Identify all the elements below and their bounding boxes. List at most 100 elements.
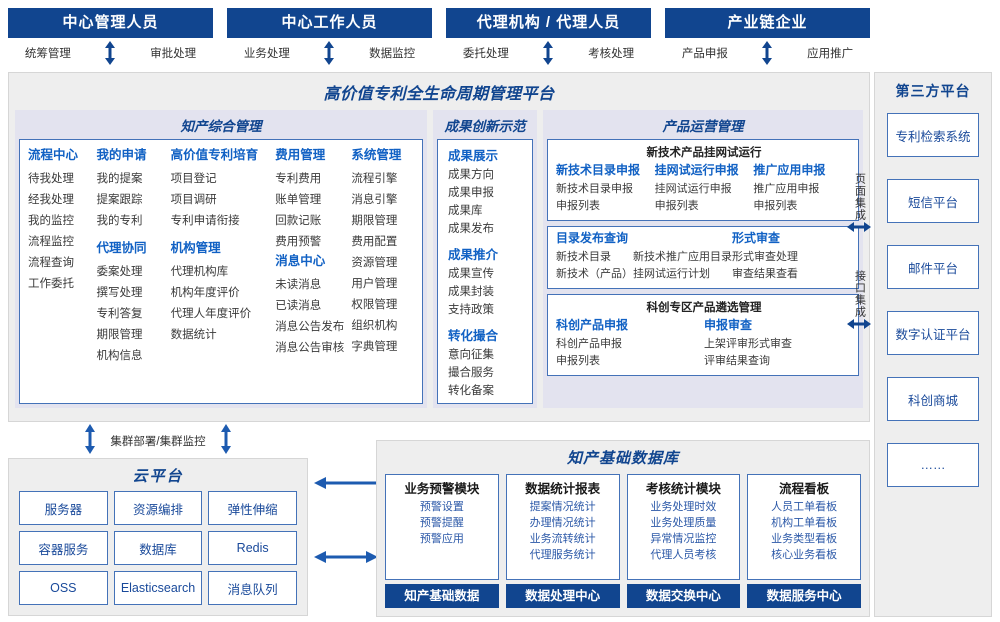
third-party-item-sms[interactable]: 短信平台 — [887, 179, 979, 223]
zhichan-item[interactable]: 工作委托 — [28, 278, 74, 290]
chanpin-item[interactable]: 挂网试运行申报 — [654, 183, 732, 195]
zhichan-item[interactable]: 数据统计 — [170, 329, 217, 341]
database-card-item[interactable]: 业务处理时效 — [650, 501, 717, 513]
zhichan-header[interactable]: 代理协同 — [96, 241, 147, 255]
chanpin-item[interactable]: 审查结果查看 — [732, 268, 798, 280]
cloud-cell-orchestration[interactable]: 资源编排 — [113, 491, 203, 525]
chengguo-item[interactable]: 转化备案 — [448, 385, 494, 397]
chanpin-item[interactable]: 申报列表 — [654, 200, 699, 212]
zhichan-item[interactable]: 资源管理 — [351, 257, 398, 269]
database-card-item[interactable]: 业务处理质量 — [650, 517, 717, 529]
zhichan-item[interactable]: 专利申请衔接 — [170, 215, 240, 227]
zhichan-item[interactable]: 未读消息 — [275, 279, 322, 291]
zhichan-item[interactable]: 费用预警 — [275, 236, 322, 248]
zhichan-item[interactable]: 账单管理 — [275, 194, 322, 206]
zhichan-item[interactable]: 字典管理 — [351, 341, 398, 353]
zhichan-item[interactable]: 流程监控 — [28, 236, 74, 248]
chanpin-item[interactable]: 新技术目录申报 — [556, 183, 633, 195]
zhichan-item[interactable]: 机构年度评价 — [170, 287, 240, 299]
chengguo-item[interactable]: 成果宣传 — [448, 268, 494, 280]
zhichan-item[interactable]: 我的提案 — [96, 173, 143, 185]
zhichan-header[interactable]: 系统管理 — [351, 148, 402, 162]
database-card-item[interactable]: 异常情况监控 — [650, 533, 717, 545]
zhichan-header[interactable]: 我的申请 — [96, 148, 147, 162]
database-footer[interactable]: 数据服务中心 — [747, 584, 861, 608]
database-card-item[interactable]: 业务流转统计 — [529, 533, 596, 545]
chanpin-header[interactable]: 目录发布查询 — [556, 231, 629, 245]
chanpin-header[interactable]: 科创产品申报 — [556, 318, 629, 332]
third-party-item-digital-cert[interactable]: 数字认证平台 — [887, 311, 979, 355]
zhichan-header[interactable]: 高价值专利培育 — [170, 148, 259, 162]
chengguo-header[interactable]: 转化撮合 — [448, 329, 499, 343]
zhichan-item[interactable]: 撰写处理 — [96, 287, 143, 299]
database-footer[interactable]: 数据交换中心 — [626, 584, 741, 608]
database-card-item[interactable]: 人员工单看板 — [771, 501, 838, 513]
chanpin-item[interactable]: 申报列表 — [556, 200, 600, 212]
cloud-cell-oss[interactable]: OSS — [19, 571, 108, 605]
chanpin-item[interactable]: 新技术目录 新技术推广应用目录 — [556, 251, 732, 263]
zhichan-item[interactable]: 费用配置 — [351, 236, 398, 248]
chanpin-header[interactable]: 形式审查 — [732, 231, 781, 245]
zhichan-header[interactable]: 流程中心 — [28, 148, 79, 162]
zhichan-item[interactable]: 用户管理 — [351, 278, 398, 290]
zhichan-item[interactable]: 委案处理 — [96, 266, 143, 278]
zhichan-item[interactable]: 我的专利 — [96, 215, 143, 227]
chengguo-header[interactable]: 成果展示 — [448, 149, 499, 163]
zhichan-item[interactable]: 我的监控 — [28, 215, 74, 227]
zhichan-item[interactable]: 流程引擎 — [351, 173, 398, 185]
database-card-item[interactable]: 机构工单看板 — [771, 517, 838, 529]
chanpin-item[interactable]: 申报列表 — [556, 355, 600, 367]
chanpin-item[interactable]: 上架评审形式审查 — [704, 338, 792, 350]
chengguo-item[interactable]: 意向征集 — [448, 349, 494, 361]
chengguo-item[interactable]: 成果申报 — [448, 187, 494, 199]
zhichan-item[interactable]: 经我处理 — [28, 194, 74, 206]
database-card-item[interactable]: 办理情况统计 — [529, 517, 596, 529]
zhichan-item[interactable]: 权限管理 — [351, 299, 398, 311]
zhichan-item[interactable]: 代理人年度评价 — [170, 308, 252, 320]
cloud-cell-server[interactable]: 服务器 — [19, 491, 108, 525]
zhichan-item[interactable]: 消息公告审核 — [275, 342, 345, 354]
zhichan-header[interactable]: 消息中心 — [275, 254, 326, 268]
cloud-cell-database[interactable]: 数据库 — [113, 531, 203, 565]
third-party-item-mall[interactable]: 科创商城 — [887, 377, 979, 421]
chengguo-item[interactable]: 支持政策 — [448, 304, 494, 316]
chanpin-item[interactable]: 新技术（产品）挂网试运行计划 — [556, 268, 710, 280]
chengguo-item[interactable]: 撮合服务 — [448, 367, 494, 379]
chanpin-item[interactable]: 评审结果查询 — [704, 355, 770, 367]
cloud-cell-redis[interactable]: Redis — [208, 531, 297, 565]
cloud-cell-elasticsearch[interactable]: Elasticsearch — [113, 571, 203, 605]
cloud-cell-mq[interactable]: 消息队列 — [208, 571, 297, 605]
database-card-item[interactable]: 提案情况统计 — [529, 501, 596, 513]
zhichan-item[interactable]: 消息引擎 — [351, 194, 398, 206]
zhichan-item[interactable]: 专利费用 — [275, 173, 322, 185]
database-card-item[interactable]: 核心业务看板 — [771, 549, 838, 561]
zhichan-item[interactable]: 消息公告发布 — [275, 321, 345, 333]
chanpin-header[interactable]: 推广应用申报 — [753, 163, 826, 177]
third-party-item-more[interactable]: …… — [887, 443, 979, 487]
database-card-item[interactable]: 代理服务统计 — [529, 549, 596, 561]
zhichan-item[interactable]: 机构信息 — [96, 350, 143, 362]
zhichan-item[interactable]: 期限管理 — [351, 215, 398, 227]
database-footer[interactable]: 数据处理中心 — [505, 584, 620, 608]
zhichan-item[interactable]: 期限管理 — [96, 329, 143, 341]
chanpin-item[interactable]: 科创产品申报 — [556, 338, 622, 350]
third-party-item-patent-search[interactable]: 专利检索系统 — [887, 113, 979, 157]
chanpin-item[interactable]: 形式审查处理 — [732, 251, 798, 263]
zhichan-item[interactable]: 已读消息 — [275, 300, 322, 312]
chengguo-item[interactable]: 成果封装 — [448, 286, 494, 298]
chanpin-item[interactable]: 申报列表 — [753, 200, 798, 212]
database-card-item[interactable]: 预警设置 — [419, 501, 464, 513]
zhichan-item[interactable]: 代理机构库 — [170, 266, 229, 278]
zhichan-header[interactable]: 机构管理 — [170, 241, 221, 255]
database-card-item[interactable]: 预警提醒 — [419, 517, 464, 529]
zhichan-item[interactable]: 项目调研 — [170, 194, 217, 206]
cloud-cell-container[interactable]: 容器服务 — [19, 531, 108, 565]
database-footer[interactable]: 知产基础数据 — [385, 584, 499, 608]
chanpin-header[interactable]: 挂网试运行申报 — [654, 163, 739, 177]
zhichan-item[interactable]: 流程查询 — [28, 257, 74, 269]
database-card-item[interactable]: 预警应用 — [419, 533, 464, 545]
chengguo-item[interactable]: 成果库 — [448, 205, 483, 217]
zhichan-item[interactable]: 专利答复 — [96, 308, 143, 320]
database-card-item[interactable]: 代理人员考核 — [650, 549, 717, 561]
chanpin-header[interactable]: 申报审查 — [704, 318, 753, 332]
